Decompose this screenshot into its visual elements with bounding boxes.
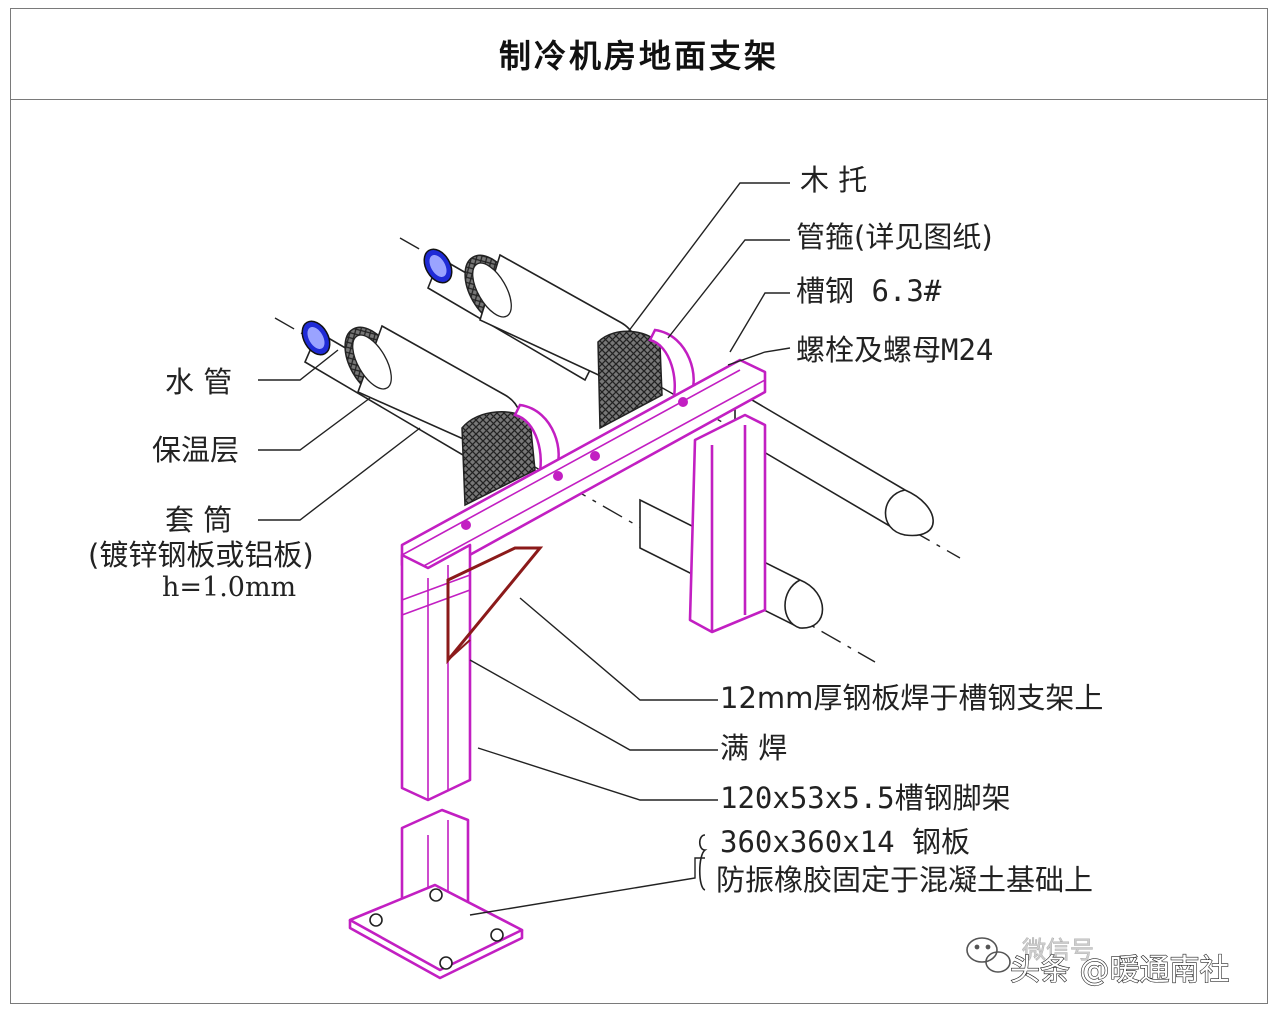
label-wood-support: 木 托 — [800, 163, 867, 197]
diagram-title: 制冷机房地面支架 — [498, 37, 779, 75]
beam-bolts — [461, 397, 688, 530]
back-wood-support — [597, 330, 663, 430]
wechat-icon — [966, 937, 1011, 973]
label-base-plate: 360x360x14 钢板 — [720, 825, 970, 859]
label-insulation: 保温层 — [152, 433, 239, 467]
label-sleeve-material: (镀锌钢板或铝板) — [88, 538, 314, 572]
title-bar: 制冷机房地面支架 — [11, 9, 1267, 100]
label-sleeve: 套 筒 — [165, 503, 232, 537]
watermark-wechat: 微信号 — [1022, 936, 1094, 964]
back-pipe-assembly — [423, 248, 695, 430]
diagram-frame: 制冷机房地面支架 — [10, 8, 1268, 1004]
label-full-weld: 满 焊 — [720, 731, 787, 765]
label-channel-leg: 120x53x5.5槽钢脚架 — [720, 781, 1011, 815]
base-plate-bolts — [369, 888, 504, 970]
back-pipe-rear — [734, 388, 934, 537]
label-water-pipe: 水 管 — [165, 365, 232, 399]
label-sleeve-thickness: h=1.0mm — [162, 572, 296, 603]
front-pipe-assembly — [301, 320, 560, 507]
rear-leg — [688, 413, 767, 634]
welded-steel-plate — [446, 546, 544, 665]
label-channel-steel: 槽钢 6.3# — [796, 274, 942, 308]
label-pipe-clamp: 管箍(详见图纸) — [796, 220, 993, 254]
channel-steel-frame — [348, 358, 767, 980]
label-rubber-fix: 防振橡胶固定于混凝土基础上 — [716, 863, 1093, 897]
watermark-source: 头条 @暖通南社 — [1010, 953, 1230, 988]
label-bolt-nut: 螺栓及螺母M24 — [796, 333, 993, 367]
leader-lines — [258, 182, 791, 916]
label-steel-plate-weld: 12mm厚钢板焊于槽钢支架上 — [720, 681, 1103, 715]
front-leg-upper — [400, 543, 472, 802]
front-wood-support — [461, 411, 536, 507]
watermark: 微信号 头条 @暖通南社 — [966, 936, 1230, 989]
